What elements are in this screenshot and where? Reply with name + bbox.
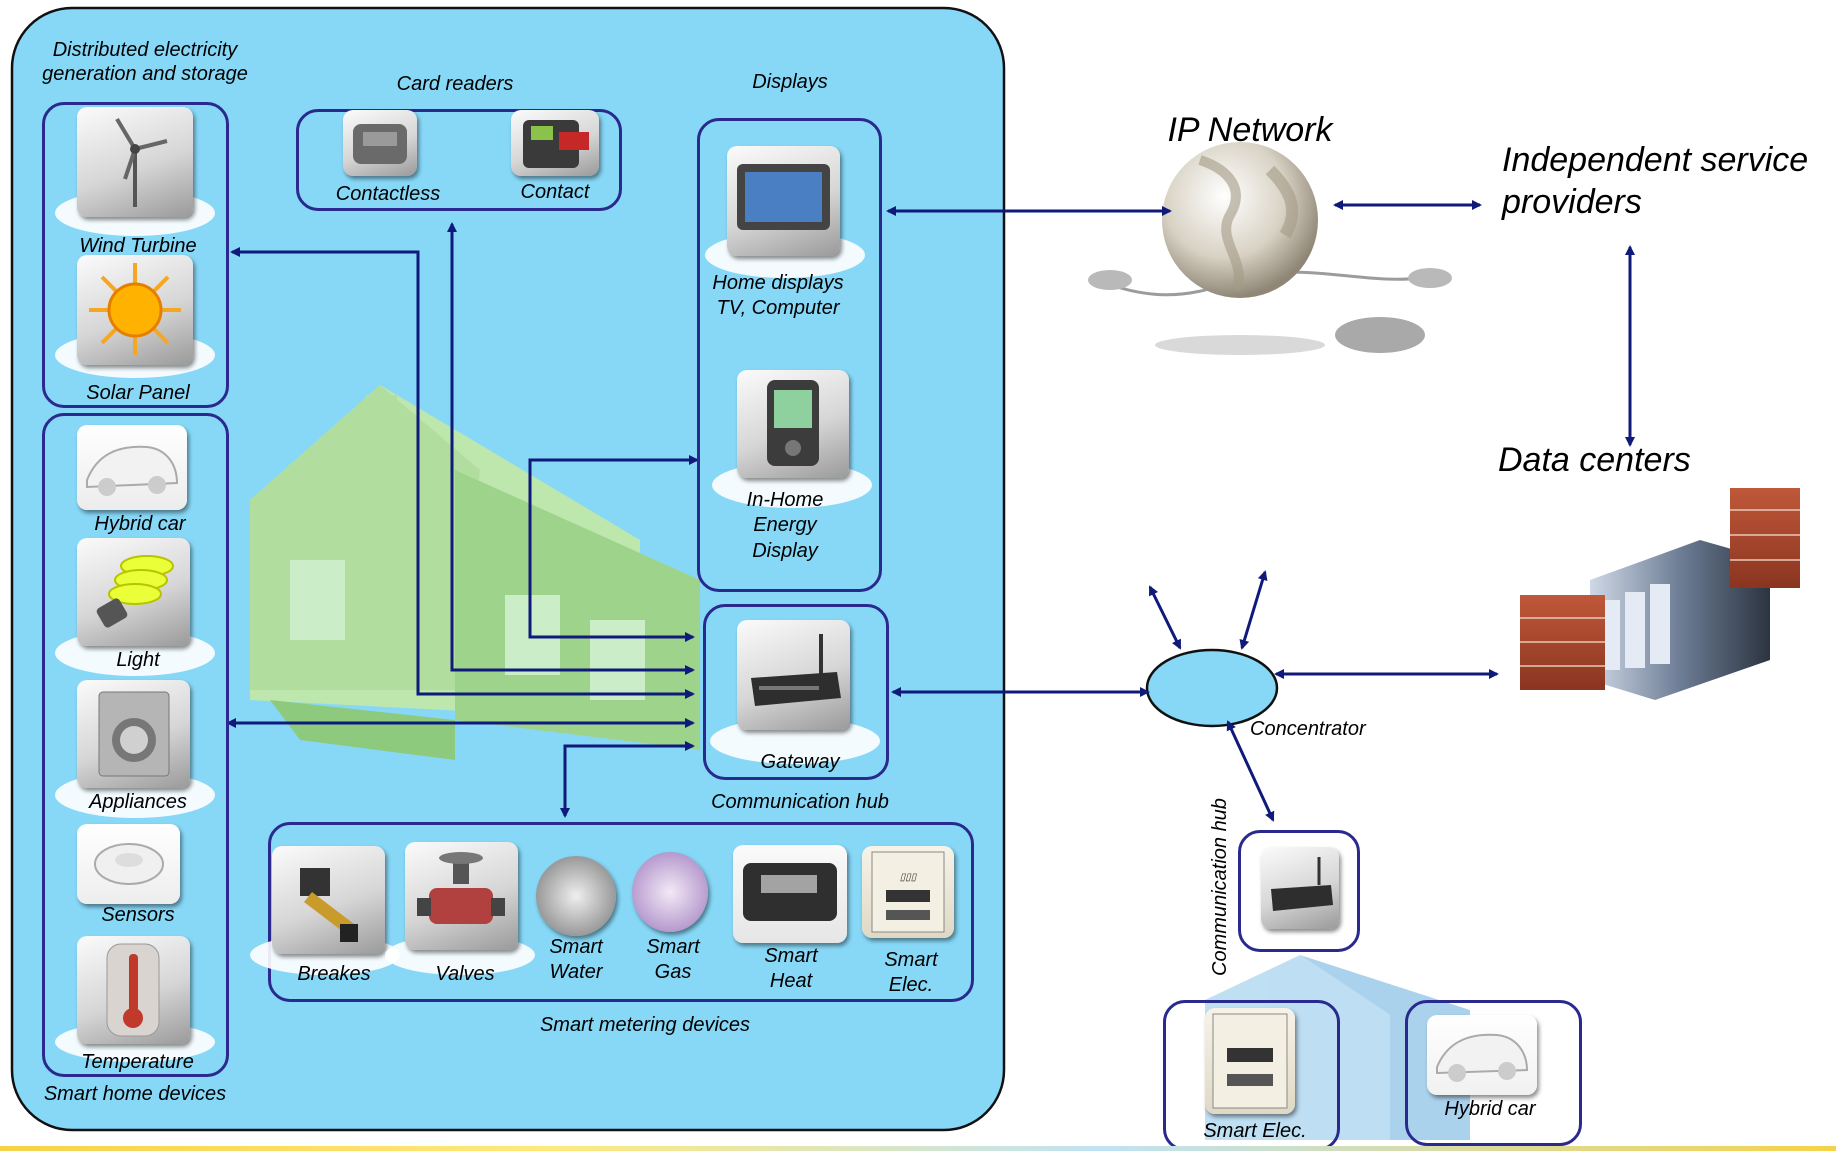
gateway-group [703, 604, 889, 780]
concentrator-label: Concentrator [1250, 718, 1366, 740]
smart-elec-label-2: Elec. [888, 974, 934, 996]
smart-heat-meter-icon [733, 845, 847, 943]
connection-arrows [226, 200, 1635, 822]
appliances-icon [77, 680, 190, 788]
arrow-generation-gateway [230, 247, 695, 699]
data-centers-label: Data centers [1498, 441, 1691, 479]
contact-reader-icon [511, 110, 599, 176]
hybrid-car-label: Hybrid car [94, 513, 186, 535]
smart-gas-label-1: Smart [646, 936, 700, 958]
smart-elec-meter-icon: ▯▯▯ [862, 846, 954, 938]
arrow-ihd-gateway [528, 455, 699, 642]
home-display-icon [727, 146, 840, 256]
data-center-graphic [1520, 488, 1800, 700]
smart-water-label-1: Smart [549, 936, 603, 958]
wind-turbine-label: Wind Turbine [79, 235, 197, 257]
ihd-label-3: Display [752, 540, 818, 562]
contactless-reader-icon [343, 110, 417, 176]
displays-title: Displays [752, 71, 828, 93]
smart-gas-meter-icon [632, 852, 708, 932]
light-bulb-icon [77, 538, 190, 646]
remote-communication-hub-label: Communication hub [1209, 798, 1231, 976]
appliances-label: Appliances [89, 791, 187, 813]
arrow-concentrator-up1 [1148, 585, 1182, 650]
home-displays-label-2: TV, Computer [716, 297, 840, 319]
gateway-router-icon [737, 620, 850, 730]
contactless-label: Contactless [335, 183, 441, 205]
arrow-gateway-meters [560, 741, 695, 818]
sensors-label: Sensors [101, 904, 175, 926]
remote-hub-router-icon [1261, 847, 1339, 929]
smart-heat-label-1: Smart [764, 945, 818, 967]
remote-hub-group [1238, 830, 1360, 952]
remote-hybrid-group [1405, 1000, 1582, 1146]
remote-hybrid-car-label: Hybrid car [1444, 1098, 1536, 1120]
isp-label-2: providers [1502, 183, 1642, 221]
temperature-icon [77, 936, 190, 1044]
smart-metering-group [268, 822, 974, 1002]
smart-water-meter-icon [536, 856, 616, 936]
temperature-label: Temperature [81, 1051, 194, 1073]
valves-label: Valves [435, 963, 495, 985]
remote-smart-elec-label: Smart Elec. [1203, 1120, 1307, 1142]
breakes-label: Breakes [297, 963, 371, 985]
hybrid-car-icon [77, 425, 187, 510]
sensors-icon [77, 824, 180, 904]
isp-label-1: Independent service [1502, 141, 1809, 179]
remote-elec-meter-icon [1205, 1008, 1295, 1114]
valves-icon [405, 842, 518, 950]
footer-stripe [0, 1146, 1836, 1151]
smart-metering-title: Smart metering devices [539, 1014, 751, 1036]
arrow-cards-gateway [447, 222, 695, 675]
smart-water-label-2: Water [549, 961, 603, 983]
displays-group [697, 118, 882, 592]
distributed-generation-title: Distributed electricity generation and s… [42, 39, 248, 85]
ihd-label-1: In-Home [746, 489, 824, 511]
breakes-icon [272, 846, 385, 954]
ihd-label-2: Energy [753, 514, 817, 536]
light-label: Light [116, 649, 160, 671]
in-home-display-icon [737, 370, 849, 478]
remote-hybrid-car-icon [1427, 1015, 1537, 1095]
solar-panel-label: Solar Panel [86, 382, 190, 404]
smart-home-devices-title: Smart home devices [43, 1083, 227, 1105]
smart-home-group [42, 413, 229, 1077]
card-readers-group [296, 109, 622, 211]
contact-label: Contact [520, 181, 590, 203]
smart-heat-label-2: Heat [769, 970, 813, 992]
svg-text:▯▯▯: ▯▯▯ [900, 872, 918, 883]
home-displays-label-1: Home displays [712, 272, 844, 294]
globe-graphic [1088, 142, 1452, 355]
solar-panel-icon [77, 255, 193, 365]
smart-elec-label-1: Smart [884, 949, 938, 971]
smart-gas-label-2: Gas [654, 961, 692, 983]
ip-network-label: IP Network [1167, 111, 1333, 149]
arrow-concentrator-up2 [1239, 570, 1268, 650]
gateway-label: Gateway [760, 751, 840, 773]
concentrator-node [1145, 648, 1279, 728]
wind-turbine-icon [77, 107, 193, 217]
card-readers-title: Card readers [396, 73, 514, 95]
generation-group [42, 102, 229, 408]
communication-hub-label: Communication hub [711, 791, 889, 813]
arrow-concentrator-hub [1226, 720, 1275, 822]
